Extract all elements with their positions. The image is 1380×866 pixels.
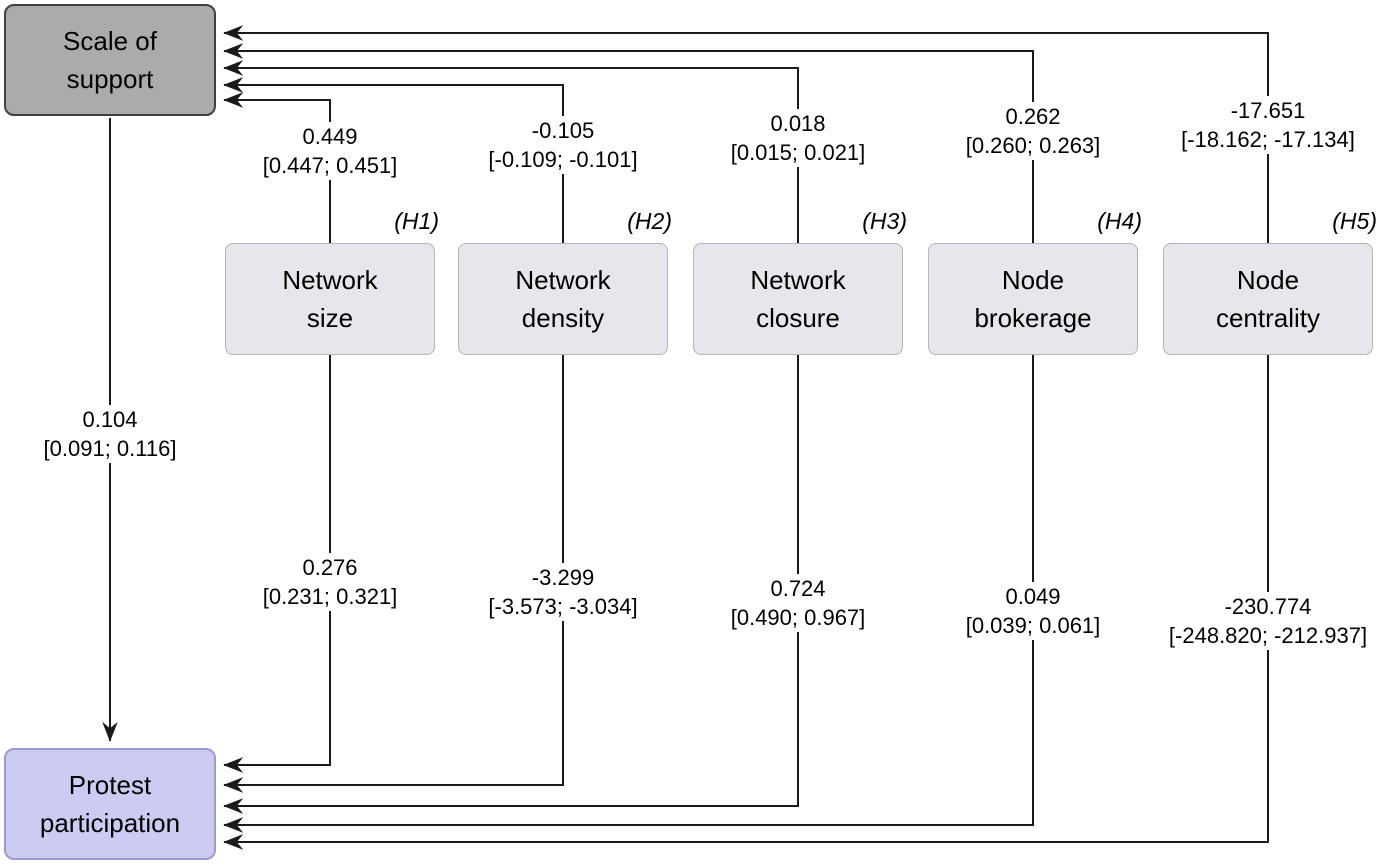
coef-ci: [0.015; 0.021] <box>730 140 866 165</box>
coef-ci: [-18.162; -17.134] <box>1181 127 1355 152</box>
coef-network-density-to-support: -0.105 [-0.109; -0.101] <box>482 116 644 174</box>
arrow-node-brokerage-to-protest <box>223 355 1034 833</box>
arrow-node-centrality-to-support <box>223 25 1269 243</box>
hypothesis-label-h5: (H5) <box>1332 208 1377 234</box>
coef-node-centrality-to-support: -17.651 [-18.162; -17.134] <box>1175 96 1361 154</box>
hypothesis-label-h1: (H1) <box>394 208 439 234</box>
node-node-centrality: Node centrality <box>1163 243 1373 355</box>
coef-network-closure-to-support: 0.018 [0.015; 0.021] <box>724 109 872 167</box>
arrow-network-size-to-support <box>223 92 331 243</box>
node-network-closure: Network closure <box>693 243 903 355</box>
arrow-network-closure-to-support <box>223 60 799 243</box>
coef-value: 0.724 <box>770 576 826 601</box>
hypothesis-label-h4: (H4) <box>1097 208 1142 234</box>
coef-value: -230.774 <box>1224 594 1312 619</box>
coef-node-brokerage-to-protest: 0.049 [0.039; 0.061] <box>959 582 1107 640</box>
coef-support-to-protest: 0.104 [0.091; 0.116] <box>37 405 183 463</box>
coef-ci: [0.039; 0.061] <box>965 613 1101 638</box>
arrow-node-brokerage-to-support <box>223 43 1034 243</box>
coef-value: 0.018 <box>770 111 826 136</box>
coef-ci: [0.260; 0.263] <box>965 133 1101 158</box>
coef-ci: [-248.820; -212.937] <box>1168 623 1368 648</box>
coef-node-brokerage-to-support: 0.262 [0.260; 0.263] <box>959 102 1107 160</box>
coef-value: 0.262 <box>1005 104 1061 129</box>
arrow-network-density-to-support <box>223 77 564 243</box>
coef-ci: [0.447; 0.451] <box>262 153 398 178</box>
coef-ci: [0.231; 0.321] <box>262 584 398 609</box>
node-network-density: Network density <box>458 243 668 355</box>
hypothesis-label-h2: (H2) <box>627 208 672 234</box>
coef-value: 0.049 <box>1005 584 1061 609</box>
coef-value: -3.299 <box>531 565 595 590</box>
node-node-brokerage: Node brokerage <box>928 243 1138 355</box>
arrow-network-closure-to-protest <box>223 355 799 814</box>
arrow-network-size-to-protest <box>223 355 331 773</box>
arrow-network-density-to-protest <box>223 355 564 793</box>
coef-ci: [-3.573; -3.034] <box>488 594 638 619</box>
coef-network-density-to-protest: -3.299 [-3.573; -3.034] <box>482 563 644 621</box>
coef-ci: [-0.109; -0.101] <box>488 147 638 172</box>
hypothesis-label-h3: (H3) <box>862 208 907 234</box>
node-scale-of-support: Scale of support <box>4 4 216 116</box>
coef-ci: [0.091; 0.116] <box>43 436 177 461</box>
coef-value: 0.449 <box>302 124 358 149</box>
coef-value: -0.105 <box>531 118 595 143</box>
coef-value: 0.276 <box>302 555 358 580</box>
coef-network-size-to-protest: 0.276 [0.231; 0.321] <box>256 553 404 611</box>
coef-network-size-to-support: 0.449 [0.447; 0.451] <box>256 122 404 180</box>
node-network-size: Network size <box>225 243 435 355</box>
coef-value: 0.104 <box>82 407 138 432</box>
coef-network-closure-to-protest: 0.724 [0.490; 0.967] <box>724 574 872 632</box>
coef-value: -17.651 <box>1230 98 1306 123</box>
coef-node-centrality-to-protest: -230.774 [-248.820; -212.937] <box>1162 592 1374 650</box>
coef-ci: [0.490; 0.967] <box>730 605 866 630</box>
arrow-node-centrality-to-protest <box>223 355 1269 850</box>
node-protest-participation: Protest participation <box>4 748 216 860</box>
